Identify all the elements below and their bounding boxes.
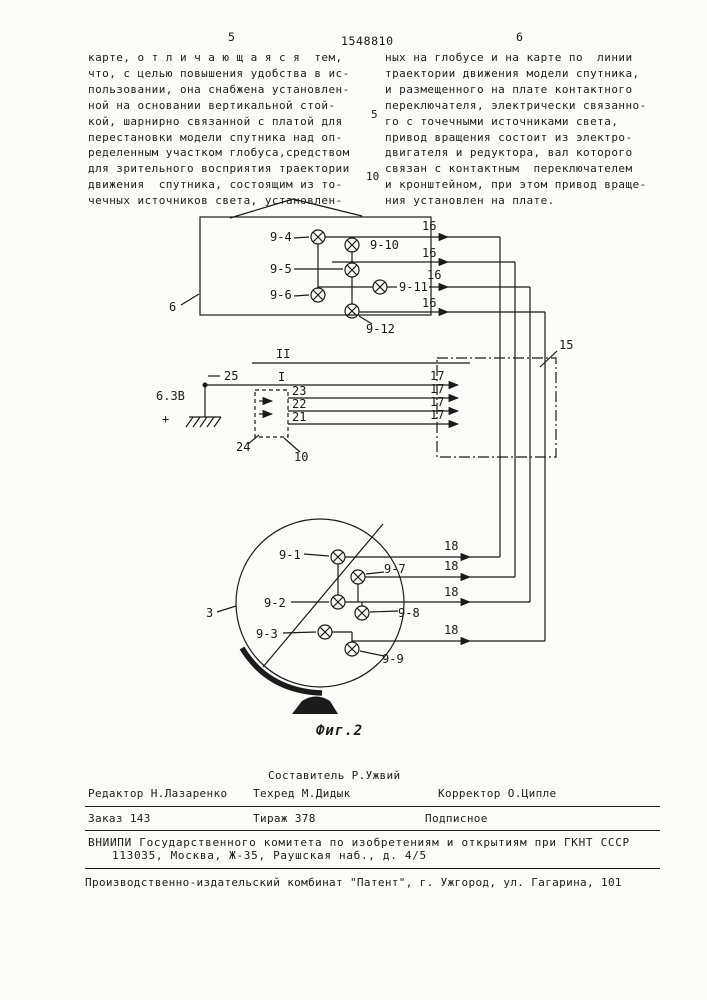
footer-rule-3 [85,868,660,869]
patent-number: 1548810 [341,34,394,48]
lamp-9-9-icon [344,641,360,657]
label-wire-18-2: 18 [444,559,458,573]
label-panel: 15 [559,338,573,352]
label-lamp-9-5: 9-5 [270,262,292,276]
lamp-9-4-icon [310,229,326,245]
line-number-10: 10 [366,170,380,183]
footer-editor: Редактор Н.Лазаренко [88,787,228,800]
label-wire-16-2: 16 [422,246,436,260]
label-wire-17-3: 17 [430,395,444,409]
lamp-9-8-icon [354,605,370,621]
footer-order: Заказ 143 [88,812,151,825]
label-25: 25 [224,369,238,383]
label-lamp-9-12: 9-12 [366,322,395,336]
label-wire-17-4: 17 [430,408,444,422]
footer-techred: Техред М.Дидык [253,787,351,800]
label-lamp-9-6: 9-6 [270,288,292,302]
label-lamp-9-9: 9-9 [382,652,404,666]
lamp-9-11-icon [372,279,388,295]
label-lamp-9-1: 9-1 [279,548,301,562]
label-lamp-9-3: 9-3 [256,627,278,641]
footer-corrector: Корректор О.Ципле [438,787,557,800]
footer-vniipi-line2: 113035, Москва, Ж-35, Раушская наб., д. … [112,849,427,862]
lamp-9-5-icon [344,262,360,278]
label-brush-i: I [278,370,285,384]
label-stand-box: 6 [169,300,176,314]
label-wire-16-4: 16 [422,296,436,310]
right-column-text: ных на глобусе и на карте по линии траек… [385,51,647,208]
label-wire-18-3: 18 [444,585,458,599]
lamps [310,229,388,657]
left-column-text: карте, о т л и ч а ю щ а я с я тем, что,… [88,51,350,208]
label-brush-ii: II [276,347,290,361]
label-wire-17-1: 17 [430,369,444,383]
label-lamp-9-7: 9-7 [384,562,406,576]
label-wire-17-2: 17 [430,382,444,396]
page-number-left: 5 [228,30,236,44]
lamp-9-2-icon [330,594,346,610]
diagram-labels: 6 9-4 9-10 9-5 9-6 9-11 9-12 16 16 16 16… [156,219,573,739]
label-22: 22 [292,397,306,411]
label-lamp-9-8: 9-8 [398,606,420,620]
footer-publisher: Производственно-издательский комбинат "П… [85,876,622,889]
label-wire-18-4: 18 [444,623,458,637]
label-plus: + [162,412,169,426]
lamp-9-1-icon [330,549,346,565]
footer-subscription: Подписное [425,812,488,825]
figure-caption: Фиг.2 [316,723,363,739]
label-wire-16-3: 16 [427,268,441,282]
label-wire-16-1: 16 [422,219,436,233]
label-bracket: 24 [236,440,250,454]
label-lamp-9-4: 9-4 [270,230,292,244]
line-number-5: 5 [371,108,378,121]
label-lamp-9-11: 9-11 [399,280,428,294]
label-switch: 10 [294,450,308,464]
lamp-9-6-icon [310,287,326,303]
lamp-9-12-icon [344,303,360,319]
footer-vniipi-line1: ВНИИПИ Государственного комитета по изоб… [88,836,630,849]
label-voltage: 6.3В [156,389,185,403]
label-lamp-9-10: 9-10 [370,238,399,252]
label-wire-18-1: 18 [444,539,458,553]
label-lamp-9-2: 9-2 [264,596,286,610]
diagram-wiring [180,198,558,714]
footer-print-run: Тираж 378 [253,812,316,825]
label-globe: 3 [206,606,213,620]
footer-rule-2 [85,830,660,831]
label-23: 23 [292,384,306,398]
lamp-9-7-icon [350,569,366,585]
page-number-right: 6 [516,30,524,44]
lamp-9-10-icon [344,237,360,253]
label-21: 21 [292,410,306,424]
lamp-9-3-icon [317,624,333,640]
footer-rule-1 [85,806,660,807]
footer-compiler: Составитель Р.Ужвий [268,769,401,782]
